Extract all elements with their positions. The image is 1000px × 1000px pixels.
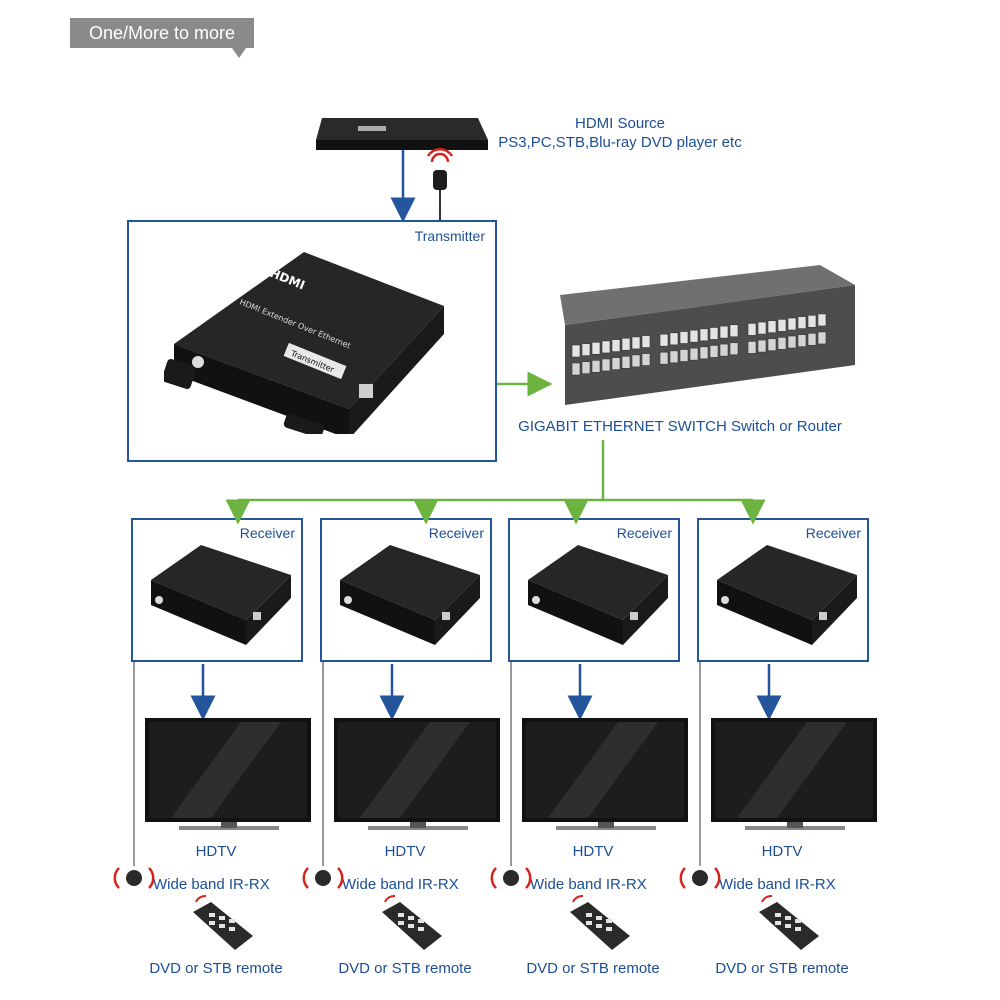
switch-port-icon — [757, 321, 767, 335]
ir-rx-label: Wide band IR-RX — [719, 876, 836, 893]
transmitter-device-icon: HDMI HDMI Extender Over Ethernet Transmi… — [164, 252, 444, 434]
switch-port-icon — [621, 337, 631, 351]
hdmi-source-subtitle: PS3,PC,STB,Blu-ray DVD player etc — [498, 134, 742, 151]
switch-port-icon — [719, 343, 729, 357]
switch-port-icon — [659, 333, 669, 347]
dvd-player-icon — [316, 118, 488, 150]
switch-port-icon — [679, 349, 689, 362]
switch-port-icon — [747, 323, 757, 336]
switch-port-icon — [709, 345, 719, 358]
switch-port-icon — [669, 350, 679, 364]
switch-port-icon — [767, 320, 777, 334]
ir-rx-label: Wide band IR-RX — [530, 876, 647, 893]
remote-label: DVD or STB remote — [526, 960, 660, 977]
switch-label: GIGABIT ETHERNET SWITCH Switch or Router — [518, 418, 842, 435]
receiver-graphic-group — [679, 545, 877, 950]
switch-port-icon — [747, 341, 757, 354]
switch-port-icon — [807, 314, 817, 328]
receiver-label: Receiver — [428, 525, 484, 541]
remote-control-icon — [382, 894, 442, 950]
switch-port-icon — [767, 338, 777, 352]
switch-port-icon — [817, 313, 827, 327]
switch-port-icon — [611, 339, 621, 352]
switch-port-icon — [719, 325, 729, 339]
receiver-device-icon — [528, 545, 668, 645]
switch-port-icon — [571, 344, 581, 358]
ir-rx-label: Wide band IR-RX — [342, 876, 459, 893]
switch-port-icon — [679, 331, 689, 344]
receiver-graphic-group — [302, 545, 500, 950]
hdtv-label: HDTV — [195, 843, 237, 860]
remote-control-icon — [193, 894, 253, 950]
hdmi-source-label: HDMI Source PS3,PC,STB,Blu-ray DVD playe… — [480, 114, 760, 152]
switch-port-icon — [581, 361, 591, 374]
switch-port-icon — [689, 347, 699, 361]
hdtv-label: HDTV — [572, 843, 614, 860]
switch-port-icon — [729, 324, 739, 338]
ir-sensor-icon — [679, 867, 721, 889]
switch-port-icon — [591, 341, 601, 355]
switch-port-icon — [591, 359, 601, 373]
hdtv-label: HDTV — [384, 843, 426, 860]
switch-port-icon — [571, 362, 581, 376]
ir-sensor-icon — [113, 867, 155, 889]
remote-control-icon — [759, 894, 819, 950]
transmitter-box: Transmitter HDMI HDMI Extender Over Ethe… — [127, 220, 497, 462]
ir-sensor-icon — [490, 867, 532, 889]
receiver-device-icon — [340, 545, 480, 645]
hdmi-source-title: HDMI Source — [574, 115, 666, 132]
badge-arrow-icon — [232, 48, 246, 58]
receiver-graphic-group — [113, 545, 311, 950]
switch-port-icon — [631, 336, 641, 350]
hdtv-icon — [711, 718, 877, 830]
switch-port-icon — [807, 332, 817, 346]
switch-port-icon — [699, 328, 709, 342]
switch-port-icon — [729, 342, 739, 356]
switch-port-icon — [631, 354, 641, 368]
ir-sensor-icon — [302, 867, 344, 889]
switch-port-icon — [621, 355, 631, 369]
switch-port-icon — [669, 332, 679, 346]
receiver-device-icon — [717, 545, 857, 645]
header-badge: One/More to more — [70, 18, 254, 48]
switch-port-icon — [757, 339, 767, 353]
receiver-graphic-group — [490, 545, 688, 950]
switch-port-icon — [611, 357, 621, 370]
switch-port-icon — [797, 334, 807, 347]
switch-port-icon — [641, 353, 651, 366]
receiver-device-icon — [151, 545, 291, 645]
switch-port-icon — [581, 343, 591, 356]
remote-control-icon — [570, 894, 630, 950]
switch-port-icon — [601, 358, 611, 372]
switch-distribution-lines — [225, 440, 766, 525]
switch-port-icon — [641, 335, 651, 348]
remote-label: DVD or STB remote — [149, 960, 283, 977]
ethernet-switch-icon — [560, 265, 855, 405]
switch-port-icon — [709, 327, 719, 340]
remote-label: DVD or STB remote — [338, 960, 472, 977]
ir-rx-label: Wide band IR-RX — [153, 876, 270, 893]
receiver-label: Receiver — [239, 525, 295, 541]
ir-emitter-icon — [426, 147, 454, 220]
switch-port-icon — [817, 331, 827, 345]
switch-port-icon — [601, 340, 611, 354]
switch-port-icon — [777, 337, 787, 350]
transmitter-label: Transmitter — [414, 228, 485, 244]
switch-port-icon — [787, 335, 797, 349]
switch-port-icon — [797, 316, 807, 329]
hdtv-icon — [334, 718, 500, 830]
receiver-label: Receiver — [805, 525, 861, 541]
switch-port-icon — [659, 351, 669, 365]
switch-port-icon — [699, 346, 709, 360]
hdtv-icon — [522, 718, 688, 830]
remote-label: DVD or STB remote — [715, 960, 849, 977]
switch-port-icon — [777, 319, 787, 332]
receiver-label: Receiver — [616, 525, 672, 541]
switch-port-icon — [689, 329, 699, 343]
switch-port-icon — [787, 317, 797, 331]
hdtv-icon — [145, 718, 311, 830]
hdtv-label: HDTV — [761, 843, 803, 860]
